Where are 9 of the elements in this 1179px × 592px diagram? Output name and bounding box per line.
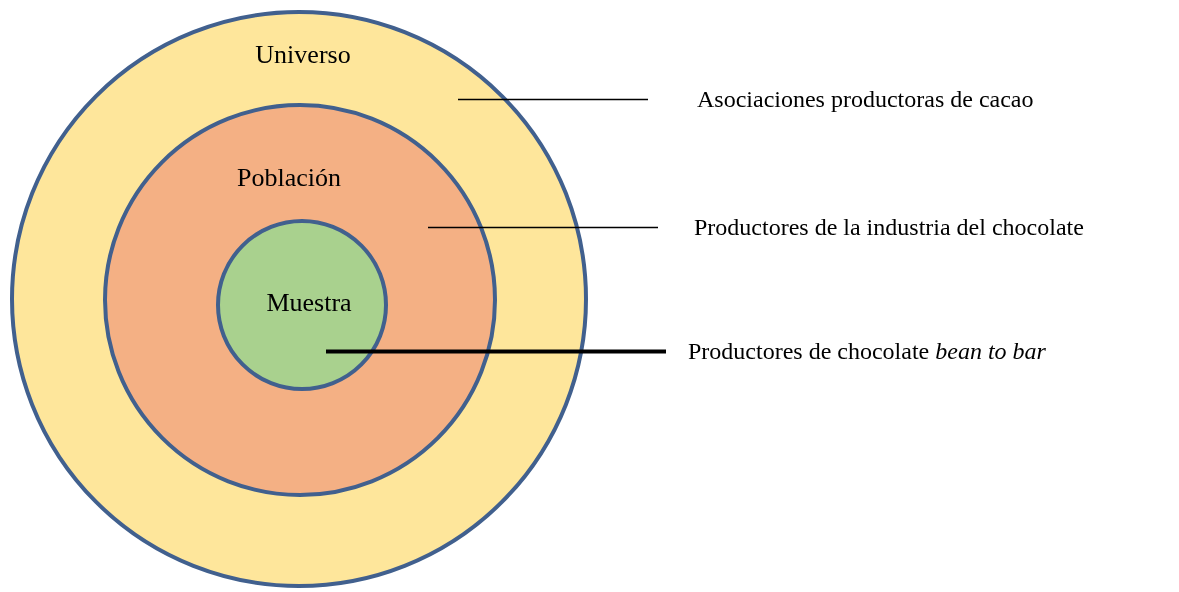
callout-text: Asociaciones productoras de cacao	[697, 86, 1034, 113]
region-label: Universo	[255, 40, 351, 70]
leader-line	[326, 349, 666, 354]
region-label: Población	[237, 163, 341, 193]
callout-text: Productores de la industria del chocolate	[694, 214, 1084, 241]
region-label: Muestra	[266, 288, 352, 318]
leader-line	[427, 226, 659, 229]
callout-text: Productores de chocolate bean to bar	[688, 338, 1046, 365]
leader-line	[457, 98, 649, 101]
